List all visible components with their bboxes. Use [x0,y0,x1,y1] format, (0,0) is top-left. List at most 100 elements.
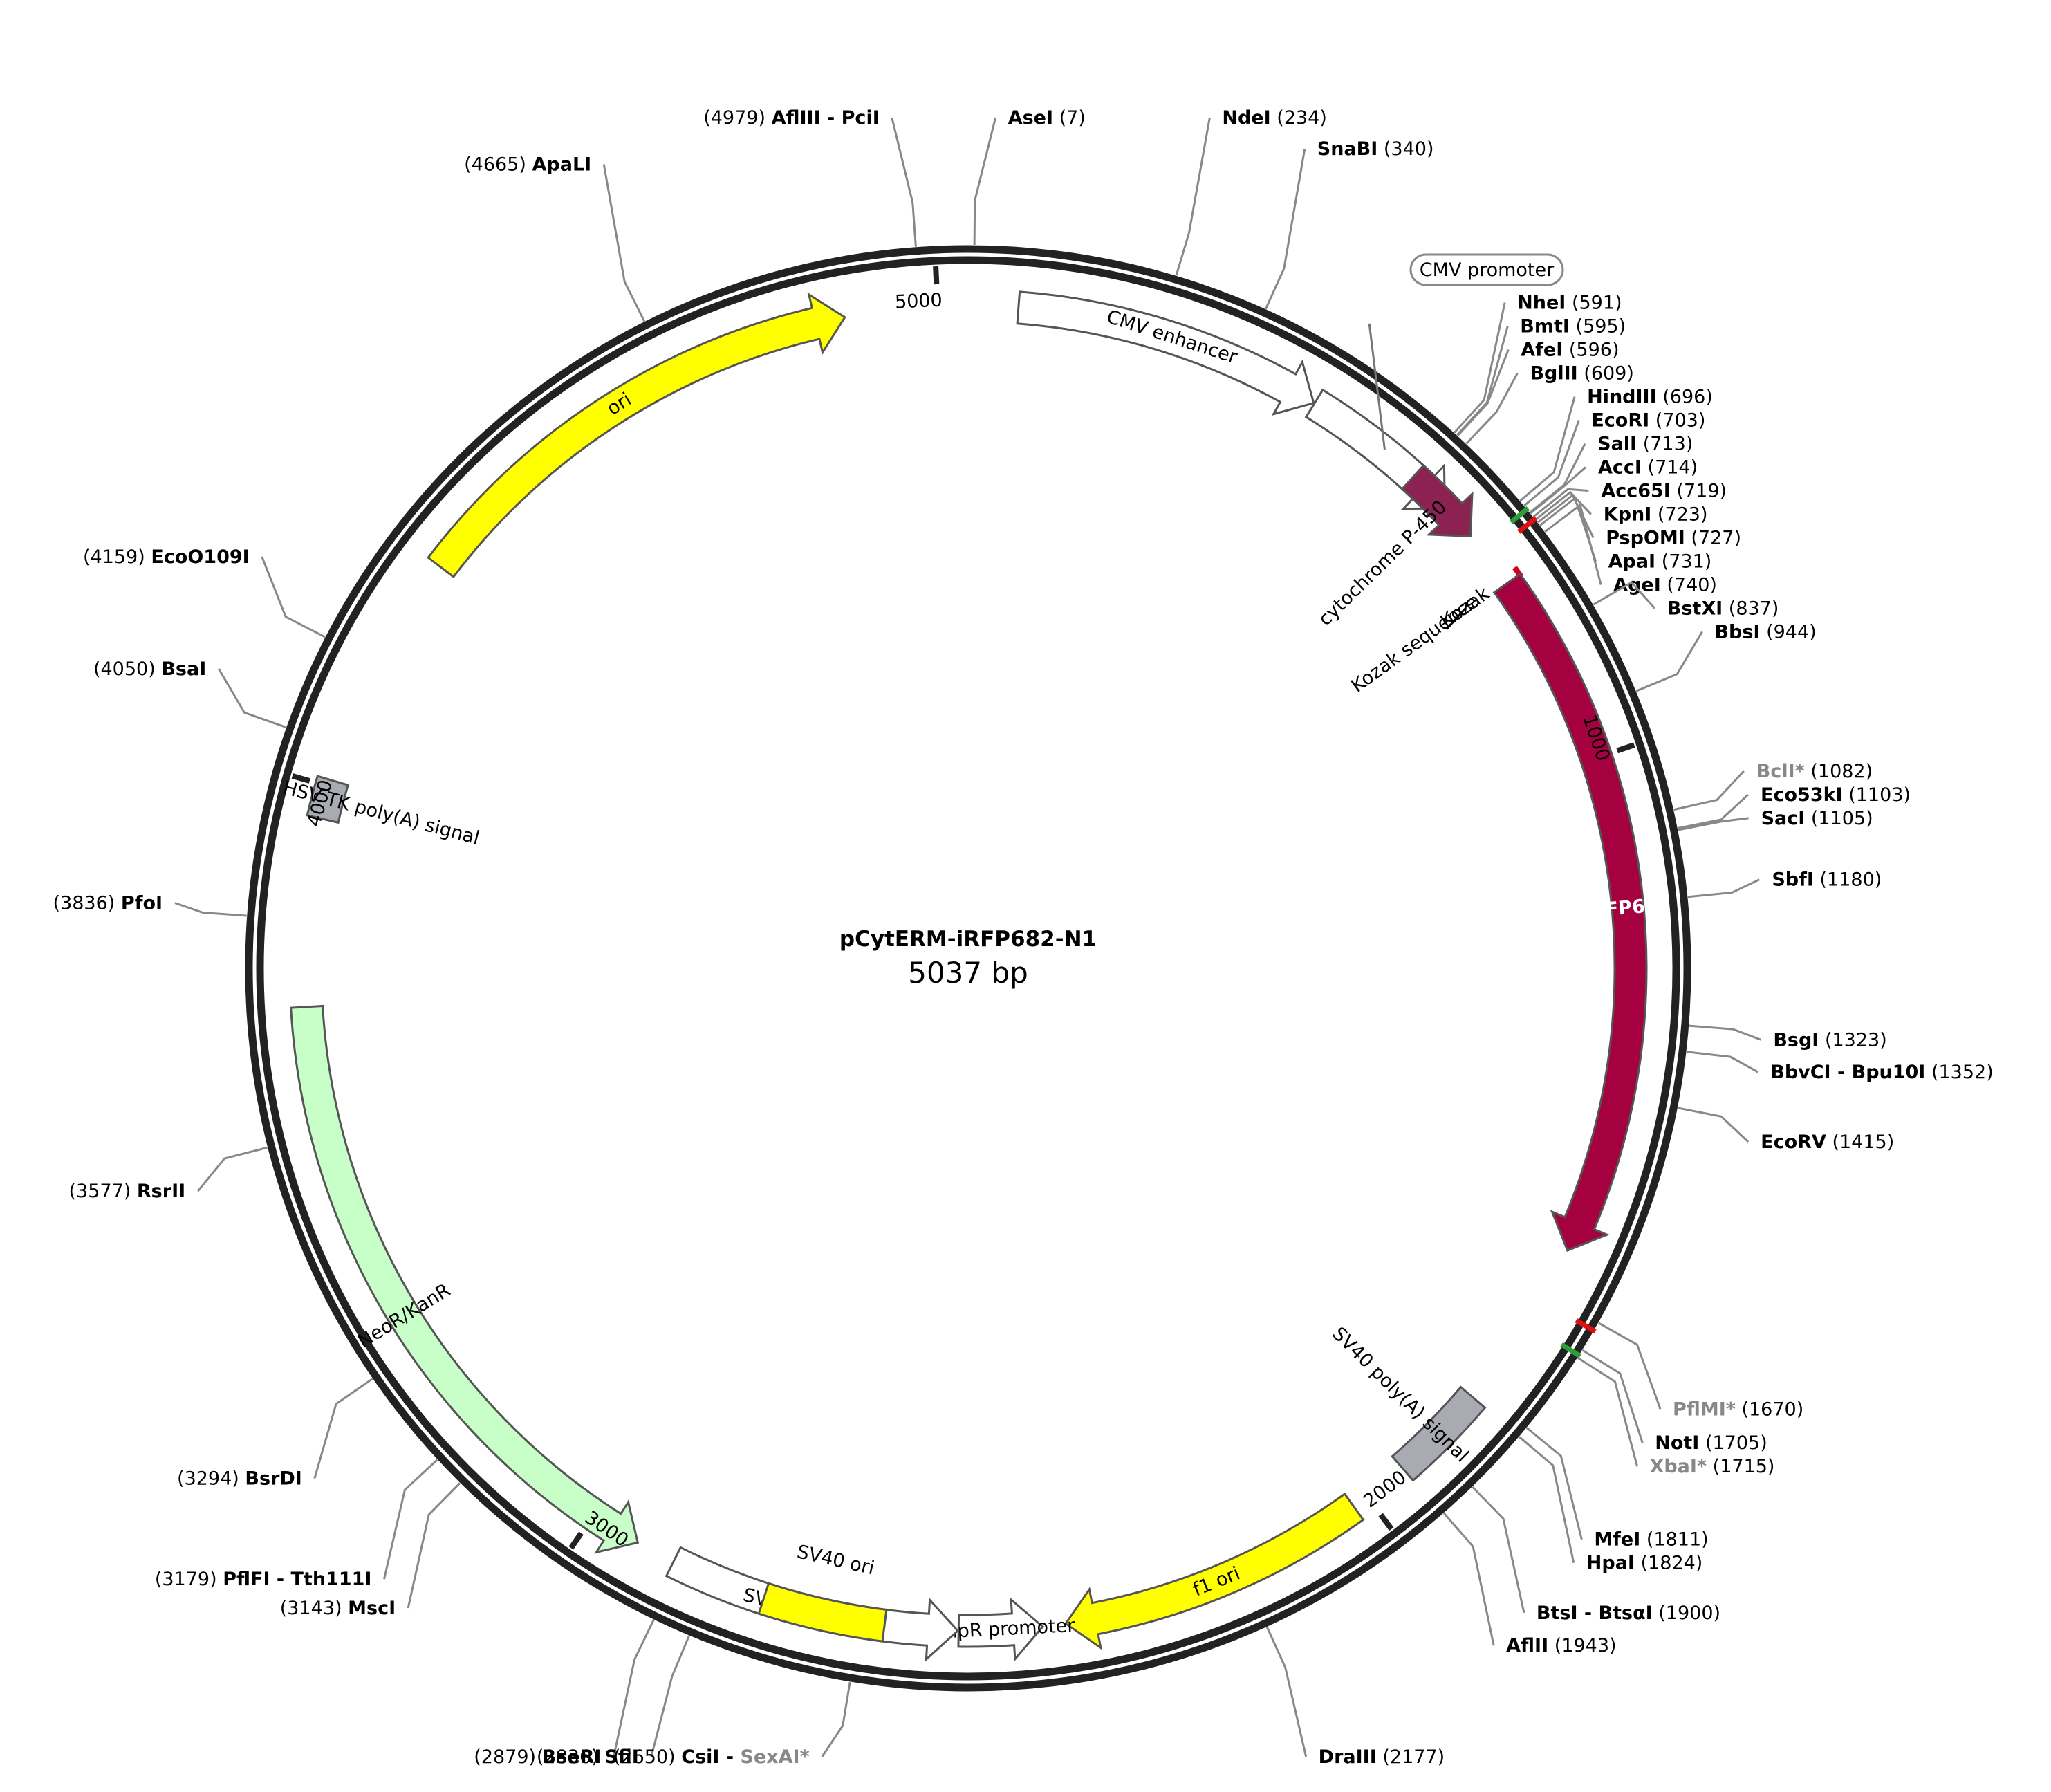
site-name: PflFI - Tth111I [223,1569,371,1590]
site-position: (3179) [155,1569,217,1590]
site-position: (714) [1648,457,1698,479]
site-label-csii: (2650) CsiI - SexAI* [613,1746,810,1768]
feature-label: SV40 poly(A) signal [1328,1323,1472,1466]
site-position: (1900) [1658,1602,1720,1624]
site-position: (1103) [1848,784,1911,806]
site-leader-line [261,556,326,638]
site-position: (740) [1667,575,1717,596]
site-position: (2650) [613,1746,676,1768]
site-label-draiii: DraIII (2177) [1319,1746,1445,1768]
site-label-bseri: (2879) BseRI [474,1746,601,1768]
site-name: NotI [1655,1432,1699,1454]
site-leader-line [821,1681,851,1757]
site-name: SalI [1597,434,1637,455]
site-position: (3577) [69,1181,131,1202]
site-name: BseRI [542,1746,602,1768]
site-leader-line [217,668,287,728]
tick-label: 5000 [894,290,943,313]
site-leader-line [1673,770,1745,811]
site-name: NheI [1517,293,1566,314]
site-leader-line [1532,488,1589,518]
site-name: SnaBI [1317,138,1378,160]
center-title: pCytERM-iRFP682-N1 5037 bp [839,927,1097,990]
site-label-bsai: (4050) BsaI [93,658,206,680]
site-label-hpai: HpaI (1824) [1586,1553,1703,1574]
site-position: (3294) [177,1468,239,1490]
site-leader-line [650,1635,690,1757]
site-position: (1824) [1641,1553,1703,1574]
site-position: (2836) [537,1746,599,1768]
site-name: NdeI [1222,107,1270,129]
plasmid-length: 5037 bp [908,956,1028,990]
strand-mark [1560,1342,1582,1359]
site-label-pspomi: PspOMI (727) [1606,528,1741,549]
feature-label: SV40 ori [795,1541,877,1579]
site-position: (596) [1569,340,1620,361]
site-leader-line [1519,396,1576,502]
site-leader-line [1472,1486,1525,1614]
site-name: AseI [1008,107,1053,129]
site-name: HpaI [1586,1553,1635,1574]
site-name: BbsI [1714,622,1760,643]
site-position: (837) [1729,598,1779,620]
site-label-apai: ApaI (731) [1608,551,1712,573]
site-leader-line [1265,148,1306,310]
site-leader-line [1175,117,1211,276]
site-label-ecorv: EcoRV (1415) [1761,1131,1894,1153]
site-name: BsgI [1773,1029,1819,1051]
site-name: AfeI [1521,340,1563,361]
site-name: PflMI* [1673,1398,1736,1420]
plasmid-backbone [245,245,1691,1692]
site-label-snabi: SnaBI (340) [1317,138,1434,160]
site-leader-line [613,1619,655,1757]
plasmid-name: pCytERM-iRFP682-N1 [839,927,1097,952]
site-leader-line [1677,793,1750,829]
site-position: (4050) [93,658,156,680]
site-position: (1943) [1555,1635,1617,1656]
site-label-bcli: BclI* (1082) [1756,761,1873,782]
site-name: ApaLI [532,154,592,175]
backbone-inner-strand [256,256,1680,1681]
site-position: (340) [1384,138,1434,160]
site-label-xbai: XbaI* (1715) [1650,1456,1775,1477]
site-position: (595) [1576,316,1626,338]
site-position: (591) [1572,293,1622,314]
site-name: MscI [348,1598,396,1619]
feature-label: CMV promoter [1420,259,1555,281]
strand-mark [1517,516,1538,534]
site-label-aflii: AflII (1943) [1506,1635,1616,1656]
site-position: (1352) [1931,1062,1994,1083]
site-leader-line [1442,1512,1495,1646]
site-position: (723) [1658,504,1708,526]
site-name: BbvCI - Bpu10I [1770,1062,1925,1083]
site-label-acci: AccI (714) [1598,457,1698,479]
site-leader-line [197,1146,268,1192]
tick-label: 2000 [1359,1466,1411,1512]
site-name: DraIII [1319,1746,1377,1768]
site-position: (3836) [53,893,115,914]
site-leader-line [1686,1051,1758,1073]
site-name: BglII [1530,363,1577,385]
site-label-rsrii: (3577) RsrII [69,1181,186,1202]
site-name: AccI [1598,457,1642,479]
tick-mark [291,773,310,784]
site-label-bstxi: BstXI (837) [1667,598,1779,620]
feature-irfp682 [1492,572,1648,1253]
site-name: RsrII [137,1181,185,1202]
site-name: EcoO109I [151,546,249,568]
strand-mark [1509,506,1530,524]
feature-ori [427,292,846,579]
site-leader-line [1456,349,1510,437]
site-leader-line [1265,1626,1308,1757]
site-position: (2177) [1382,1746,1445,1768]
site-position: (696) [1662,387,1713,408]
site-leader-line [973,117,997,246]
site-name: KpnI [1604,504,1652,526]
site-label-saci: SacI (1105) [1761,808,1873,829]
site-name-2: SexAI* [740,1746,809,1768]
site-leader-line [1519,1436,1575,1564]
site-name: BstXI [1667,598,1723,620]
site-position: (1415) [1832,1131,1894,1153]
site-name: ApaI [1608,551,1656,573]
